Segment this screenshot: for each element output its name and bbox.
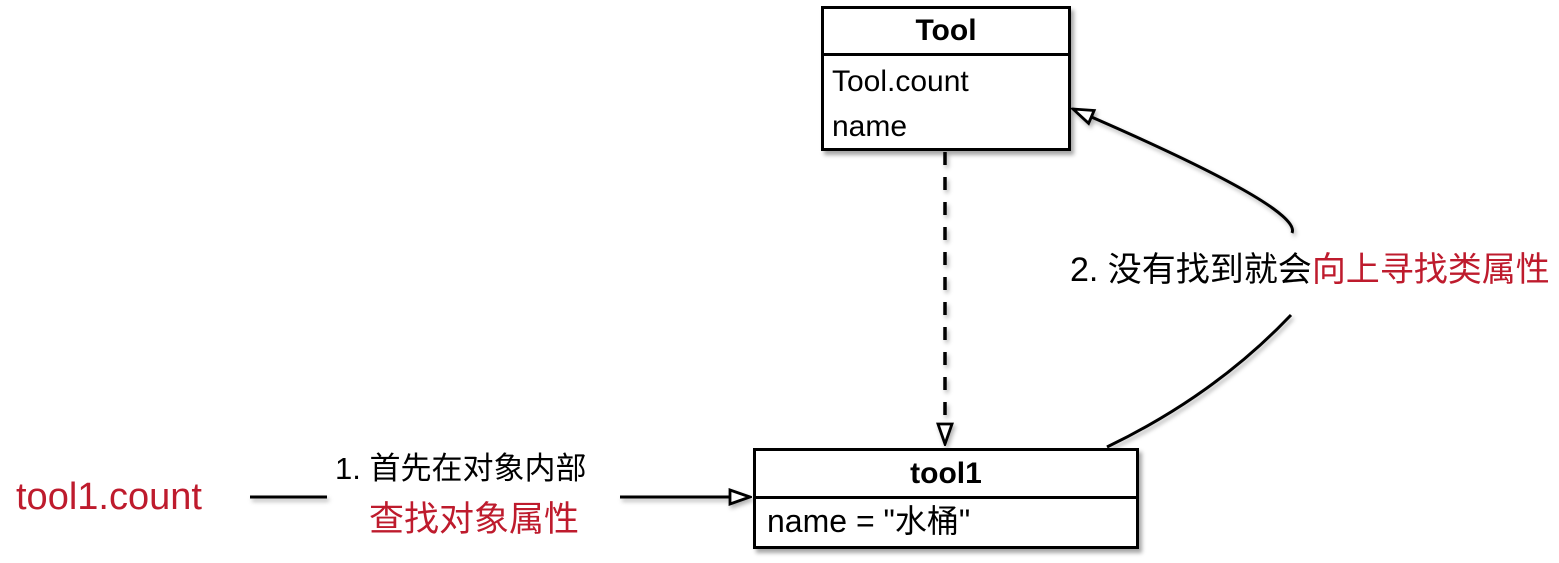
step2-annotation: 2. 没有找到就会向上寻找类属性 xyxy=(1070,249,1550,291)
step2-text-black: 2. 没有找到就会 xyxy=(1070,251,1312,289)
class-box-tool: Tool Tool.count name xyxy=(821,6,1071,151)
instance-to-class-curve-upper xyxy=(1073,109,1294,234)
instance-box-title: tool1 xyxy=(756,451,1136,499)
instance-attribute-name: name = "水桶" xyxy=(767,503,971,539)
step2-text-red: 向上寻找类属性 xyxy=(1311,251,1550,289)
instance-box-body: name = "水桶" xyxy=(756,499,1136,544)
instance-box-tool1: tool1 name = "水桶" xyxy=(753,448,1139,549)
step1-text-black: 1. 首先在对象内部 xyxy=(335,451,587,486)
class-attribute-name: name xyxy=(832,110,908,143)
class-box-body: Tool.count name xyxy=(824,56,1068,149)
attribute-expression: tool1.count xyxy=(16,476,202,518)
class-box-title: Tool xyxy=(824,9,1068,56)
instance-to-class-curve-lower xyxy=(1106,313,1293,449)
step1-annotation: 1. 首先在对象内部 查找对象属性 xyxy=(335,452,586,539)
step1-text-red: 查找对象属性 xyxy=(369,500,580,539)
class-attribute-count: Tool.count xyxy=(832,65,969,98)
